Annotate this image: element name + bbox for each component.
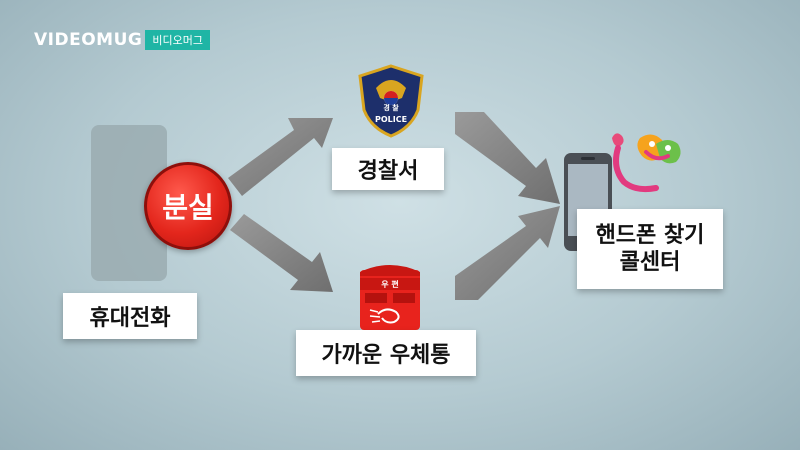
mailbox-icon: 우 편 (360, 265, 420, 330)
arrow-to-mailbox (230, 214, 333, 292)
arrow-police-to-center (455, 112, 560, 204)
emblem-bottom-text: POLICE (375, 115, 407, 124)
brand-logo: VIDEOMUG 비디오머그 (34, 30, 210, 50)
colorful-logo-icon (612, 133, 681, 193)
call-center-line2: 콜센터 (619, 250, 681, 275)
police-emblem-icon: 경 찰 POLICE (358, 64, 424, 138)
arrow-mailbox-to-center (455, 206, 560, 300)
brand-tagline: 비디오머그 (145, 30, 210, 50)
arrow-to-police (228, 118, 333, 196)
call-center-line1: 핸드폰 찾기 (595, 222, 705, 248)
mailbox-label: 가까운 우체통 (296, 330, 476, 376)
lost-badge: 분실 (144, 162, 232, 250)
call-center-label: 핸드폰 찾기 콜센터 (577, 209, 723, 289)
mailbox-text: 우 편 (381, 279, 399, 289)
phone-label: 휴대전화 (63, 293, 197, 339)
brand-name: VIDEOMUG (34, 30, 143, 50)
police-label: 경찰서 (332, 148, 444, 190)
emblem-top-text: 경 찰 (383, 103, 399, 112)
